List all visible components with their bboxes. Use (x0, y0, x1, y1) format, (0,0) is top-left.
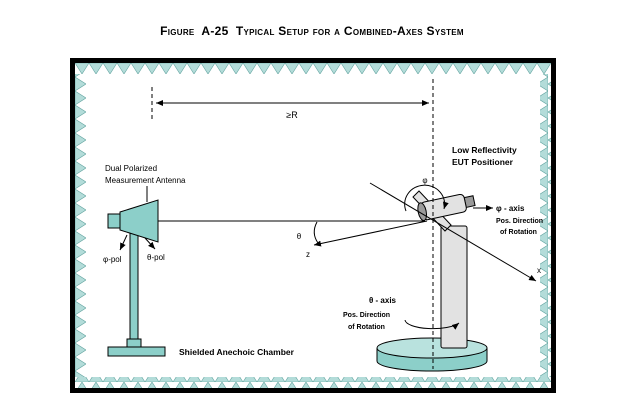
theta-symbol-label: θ (297, 232, 302, 241)
positioner-label-line1: Low Reflectivity (452, 145, 517, 155)
absorber-wall-right (540, 74, 551, 377)
phi-rotation-arrow (404, 184, 449, 212)
antenna-mast (129, 229, 139, 341)
phi-pol-label: φ-pol (103, 255, 122, 264)
antenna-label-line2: Measurement Antenna (105, 176, 186, 185)
chamber-frame: ≥R Dual Polarized Measurement Antenna θ-… (70, 58, 556, 393)
antenna-horn (119, 199, 159, 243)
z-axis-label: z (306, 250, 310, 259)
phi-pol-arrow (119, 234, 128, 251)
eut-nose (417, 202, 428, 222)
figure-title: Figure A-25 Typical Setup for a Combined… (160, 24, 464, 38)
chamber-label: Shielded Anechoic Chamber (179, 347, 295, 357)
theta-rotation-arrow (404, 319, 460, 330)
phi-symbol-label: φ (422, 176, 427, 185)
x-axis-label: x (537, 266, 541, 275)
positioner-column (440, 225, 468, 349)
positioner-label-line2: EUT Positioner (452, 157, 514, 167)
absorber-wall-top (75, 63, 551, 74)
absorber-wall-left (75, 74, 86, 377)
theta-pol-label: θ-pol (147, 253, 165, 262)
theta-pol-arrow (144, 237, 156, 250)
phi-axis-sub2: of Rotation (500, 229, 537, 236)
theta-axis-sub1: Pos. Direction (343, 312, 390, 319)
antenna-feed (107, 213, 121, 229)
distance-label: ≥R (286, 110, 298, 120)
absorber-wall-bottom (75, 377, 551, 388)
phi-axis-sub1: Pos. Direction (496, 218, 543, 225)
eut (417, 193, 476, 222)
positioner-base-top (376, 337, 488, 359)
theta-axis-sub2: of Rotation (348, 324, 385, 331)
antenna-label-line1: Dual Polarized (105, 164, 157, 173)
antenna-base (107, 346, 166, 357)
x-axis-arrow (369, 182, 537, 282)
theta-angle-arc (313, 221, 319, 244)
theta-axis-label: θ - axis (369, 296, 397, 305)
chamber-diagram: ≥R Dual Polarized Measurement Antenna θ-… (75, 63, 551, 388)
z-axis-arrow (313, 220, 428, 247)
phi-axis-label: φ - axis (496, 204, 525, 213)
